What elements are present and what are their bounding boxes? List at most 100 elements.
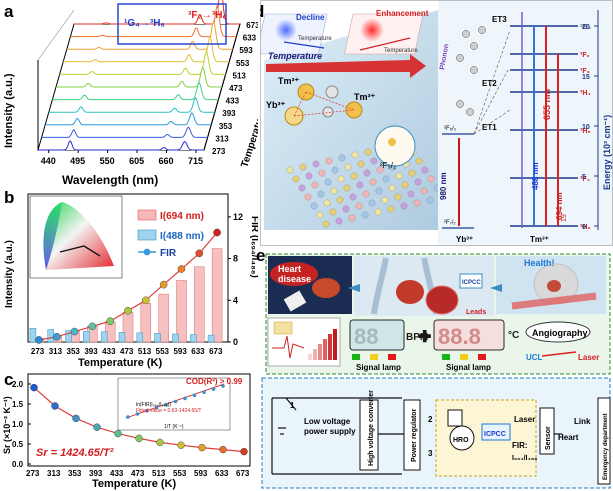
tm-level-label-0: ¹G₄ (580, 24, 591, 31)
annotation-box (117, 3, 227, 45)
panel-d-mechanism: Decline Temperature Enhancement Temperat… (260, 0, 613, 246)
lattice-atom-4-8 (414, 178, 422, 186)
yb-bottom-label: Yb³⁺ (456, 235, 473, 244)
ecg-bar-1 (313, 349, 317, 360)
switch (285, 397, 297, 411)
lattice-atom-3-1 (317, 190, 325, 198)
zoom-circle (374, 125, 416, 167)
bpm-display (349, 319, 405, 351)
lamp-green-1 (352, 354, 360, 360)
inset-point-4 (164, 402, 168, 407)
decline-text: Decline (296, 13, 325, 22)
yb-label: Yb³⁺ (266, 100, 285, 110)
sr-point-673 (240, 447, 248, 456)
b-xtick-593: 593 (173, 347, 187, 356)
tm-level-label-3: ³H₄ (580, 90, 591, 97)
phonon-balls (456, 26, 486, 116)
hv-converter-text: High voltage converter (368, 390, 375, 466)
ecg-bars (272, 321, 337, 360)
leads-label: Leads (466, 309, 486, 316)
lattice-atom-4-3 (349, 193, 357, 201)
temp-display (433, 319, 505, 351)
e-tick-label-0: 0 (582, 224, 586, 231)
circuit (271, 397, 402, 475)
a-temp-593: 593 (239, 46, 253, 55)
panel-c-xlabel: Temperature (K) (92, 478, 176, 490)
waterfall-fill-433 (52, 82, 219, 100)
heart-zoom (425, 285, 459, 315)
inset-legend-1: ln(FIR(I₆₉₄/I₄₈₈)) (136, 402, 171, 408)
panel-e-application: Heart disease ICPCC Leads Health! 88 BPM… (261, 253, 611, 489)
inset-point-10 (221, 384, 225, 388)
phonon-ball-6 (466, 108, 474, 116)
phonon-ball-3 (456, 54, 464, 62)
sr-point-273 (30, 383, 38, 392)
inset-point-5 (173, 399, 178, 404)
lattice-atom-6-7 (413, 199, 421, 207)
low-voltage-1: Low voltage (304, 417, 351, 426)
yb-level-label: ²F₅/₂ (380, 161, 396, 170)
fir-label: FIR: (512, 441, 528, 450)
b-xtick-473: 473 (120, 347, 134, 356)
bar-488-633 (190, 334, 197, 343)
healthy-heart (547, 280, 561, 292)
phonon-ball-1 (470, 42, 478, 50)
waterfall-fill-273 (38, 141, 204, 150)
panel-label-c: c (4, 370, 14, 389)
c-xtick-353: 353 (68, 469, 82, 478)
tm-level-label-5: ³F₄ (580, 176, 590, 183)
legend-488-swatch (137, 229, 157, 241)
b-xtick-553: 553 (156, 347, 170, 356)
lattice-atom-5-4 (368, 199, 376, 207)
emergency-box (597, 397, 611, 485)
diseased-heart (312, 278, 340, 298)
label-655nm: 655 nm (542, 89, 552, 120)
waterfall-fill-513 (59, 52, 226, 75)
annot-right: ³F₂→³H₆ (188, 10, 227, 21)
lattice-atom-6-4 (374, 208, 382, 216)
cie-horseshoe-left (43, 202, 62, 270)
inset-point-1 (135, 412, 140, 416)
lattice-atom-0-0 (286, 166, 294, 174)
b-xtick-273: 273 (31, 347, 45, 356)
lamp-red-2 (478, 354, 486, 360)
sensor-text: Sensor (545, 426, 552, 450)
sr-point-313 (51, 402, 59, 410)
lattice-atom-4-9 (427, 175, 435, 183)
energy-transfer-links (293, 91, 355, 117)
lattice-atom-3-6 (382, 175, 390, 183)
et-transfer-arrows (473, 29, 511, 135)
lattice-atom-0-4 (338, 154, 346, 162)
e-tick-label-20: 20 (582, 24, 590, 31)
cod-label: COD(R²) > 0.99 (186, 377, 243, 386)
lattice-atom-2-5 (363, 169, 371, 177)
signal-lamp-2: Signal lamp (446, 363, 491, 372)
temp-digits: 88.8 (438, 324, 481, 349)
probe (283, 290, 307, 312)
cie-trajectory (59, 245, 101, 257)
circuit-num-1: 1 (290, 401, 295, 410)
angiography-bubble (525, 321, 591, 343)
regulator-box (403, 399, 421, 471)
fir-point-473 (124, 306, 132, 315)
a-xtick-label-550: 550 (100, 156, 115, 166)
lattice-atom-3-5 (369, 178, 377, 186)
b-xtick-633: 633 (191, 347, 205, 356)
waterfall-trace-513 (59, 50, 226, 75)
fir-point-393 (88, 322, 97, 331)
lattice-atom-2-6 (376, 166, 384, 174)
lattice-atom-5-7 (407, 190, 415, 198)
b-y2tick-label-0: 0 (233, 337, 238, 347)
sensor-box (539, 407, 555, 455)
enhancement-card: Enhancement Temperature (344, 9, 429, 55)
inset-point-7 (192, 393, 197, 398)
circuit-num-2: 2 (428, 415, 433, 424)
lattice-atom-2-1 (311, 181, 319, 189)
bar-694-593 (176, 280, 187, 343)
waterfall-fill-393 (48, 97, 215, 113)
inset-xlabel: 1/T (K⁻¹) (164, 424, 184, 430)
